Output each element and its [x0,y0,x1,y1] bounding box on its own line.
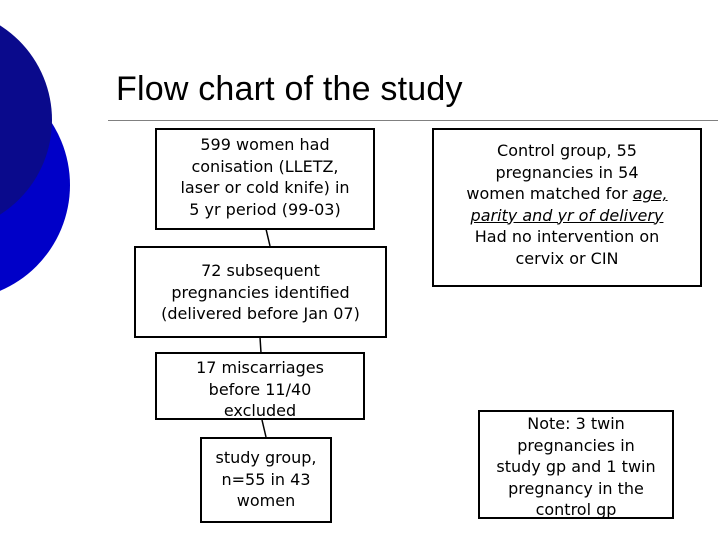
box-line: control gp [535,500,617,519]
box-line: study gp and 1 twin [496,457,656,476]
matched-criteria-text: parity and yr of delivery [470,205,664,225]
box-line: 72 subsequent [201,261,320,280]
box-line: women [236,491,296,510]
box-line: pregnancy in the [508,478,644,498]
box-line: conisation (LLETZ, [191,156,339,176]
box-line: pregnancies in 54 [495,162,639,182]
box-line: laser or cold knife) in [180,178,350,197]
box-women-cohort: 599 women had conisation (LLETZ, laser o… [155,128,375,230]
box-line: (delivered before Jan 07) [161,304,360,323]
box-control-group: Control group, 55 pregnancies in 54 wome… [432,128,702,287]
box-line: excluded [223,401,297,420]
matched-criteria-text: age, [632,184,668,203]
box-line: cervix or CIN [515,248,619,268]
box-line: pregnancies identified [171,282,350,302]
page-title: Flow chart of the study [116,70,463,108]
box-line: Had no intervention on [474,227,660,246]
box-line-text: women matched for [466,184,633,203]
box-note: Note: 3 twin pregnancies in study gp and… [478,410,674,519]
box-line: study group, [215,448,317,467]
box-line: before 11/40 [208,379,312,399]
title-divider [108,120,718,121]
box-line: 17 miscarriages [196,358,324,377]
box-line: pregnancies in [517,435,635,455]
box-subsequent-pregnancies: 72 subsequent pregnancies identified (de… [134,246,387,338]
box-line: n=55 in 43 [221,469,311,489]
box-line: Control group, 55 [497,141,637,160]
deco-circle-dark [0,25,52,215]
box-line: Note: 3 twin [527,414,625,433]
box-line: 5 yr period (99-03) [189,199,341,219]
box-line: 599 women had [200,135,330,154]
box-line: women matched for age, [434,183,700,205]
box-miscarriages-excluded: 17 miscarriages before 11/40 excluded [155,352,365,420]
box-study-group: study group, n=55 in 43 women [200,437,332,523]
